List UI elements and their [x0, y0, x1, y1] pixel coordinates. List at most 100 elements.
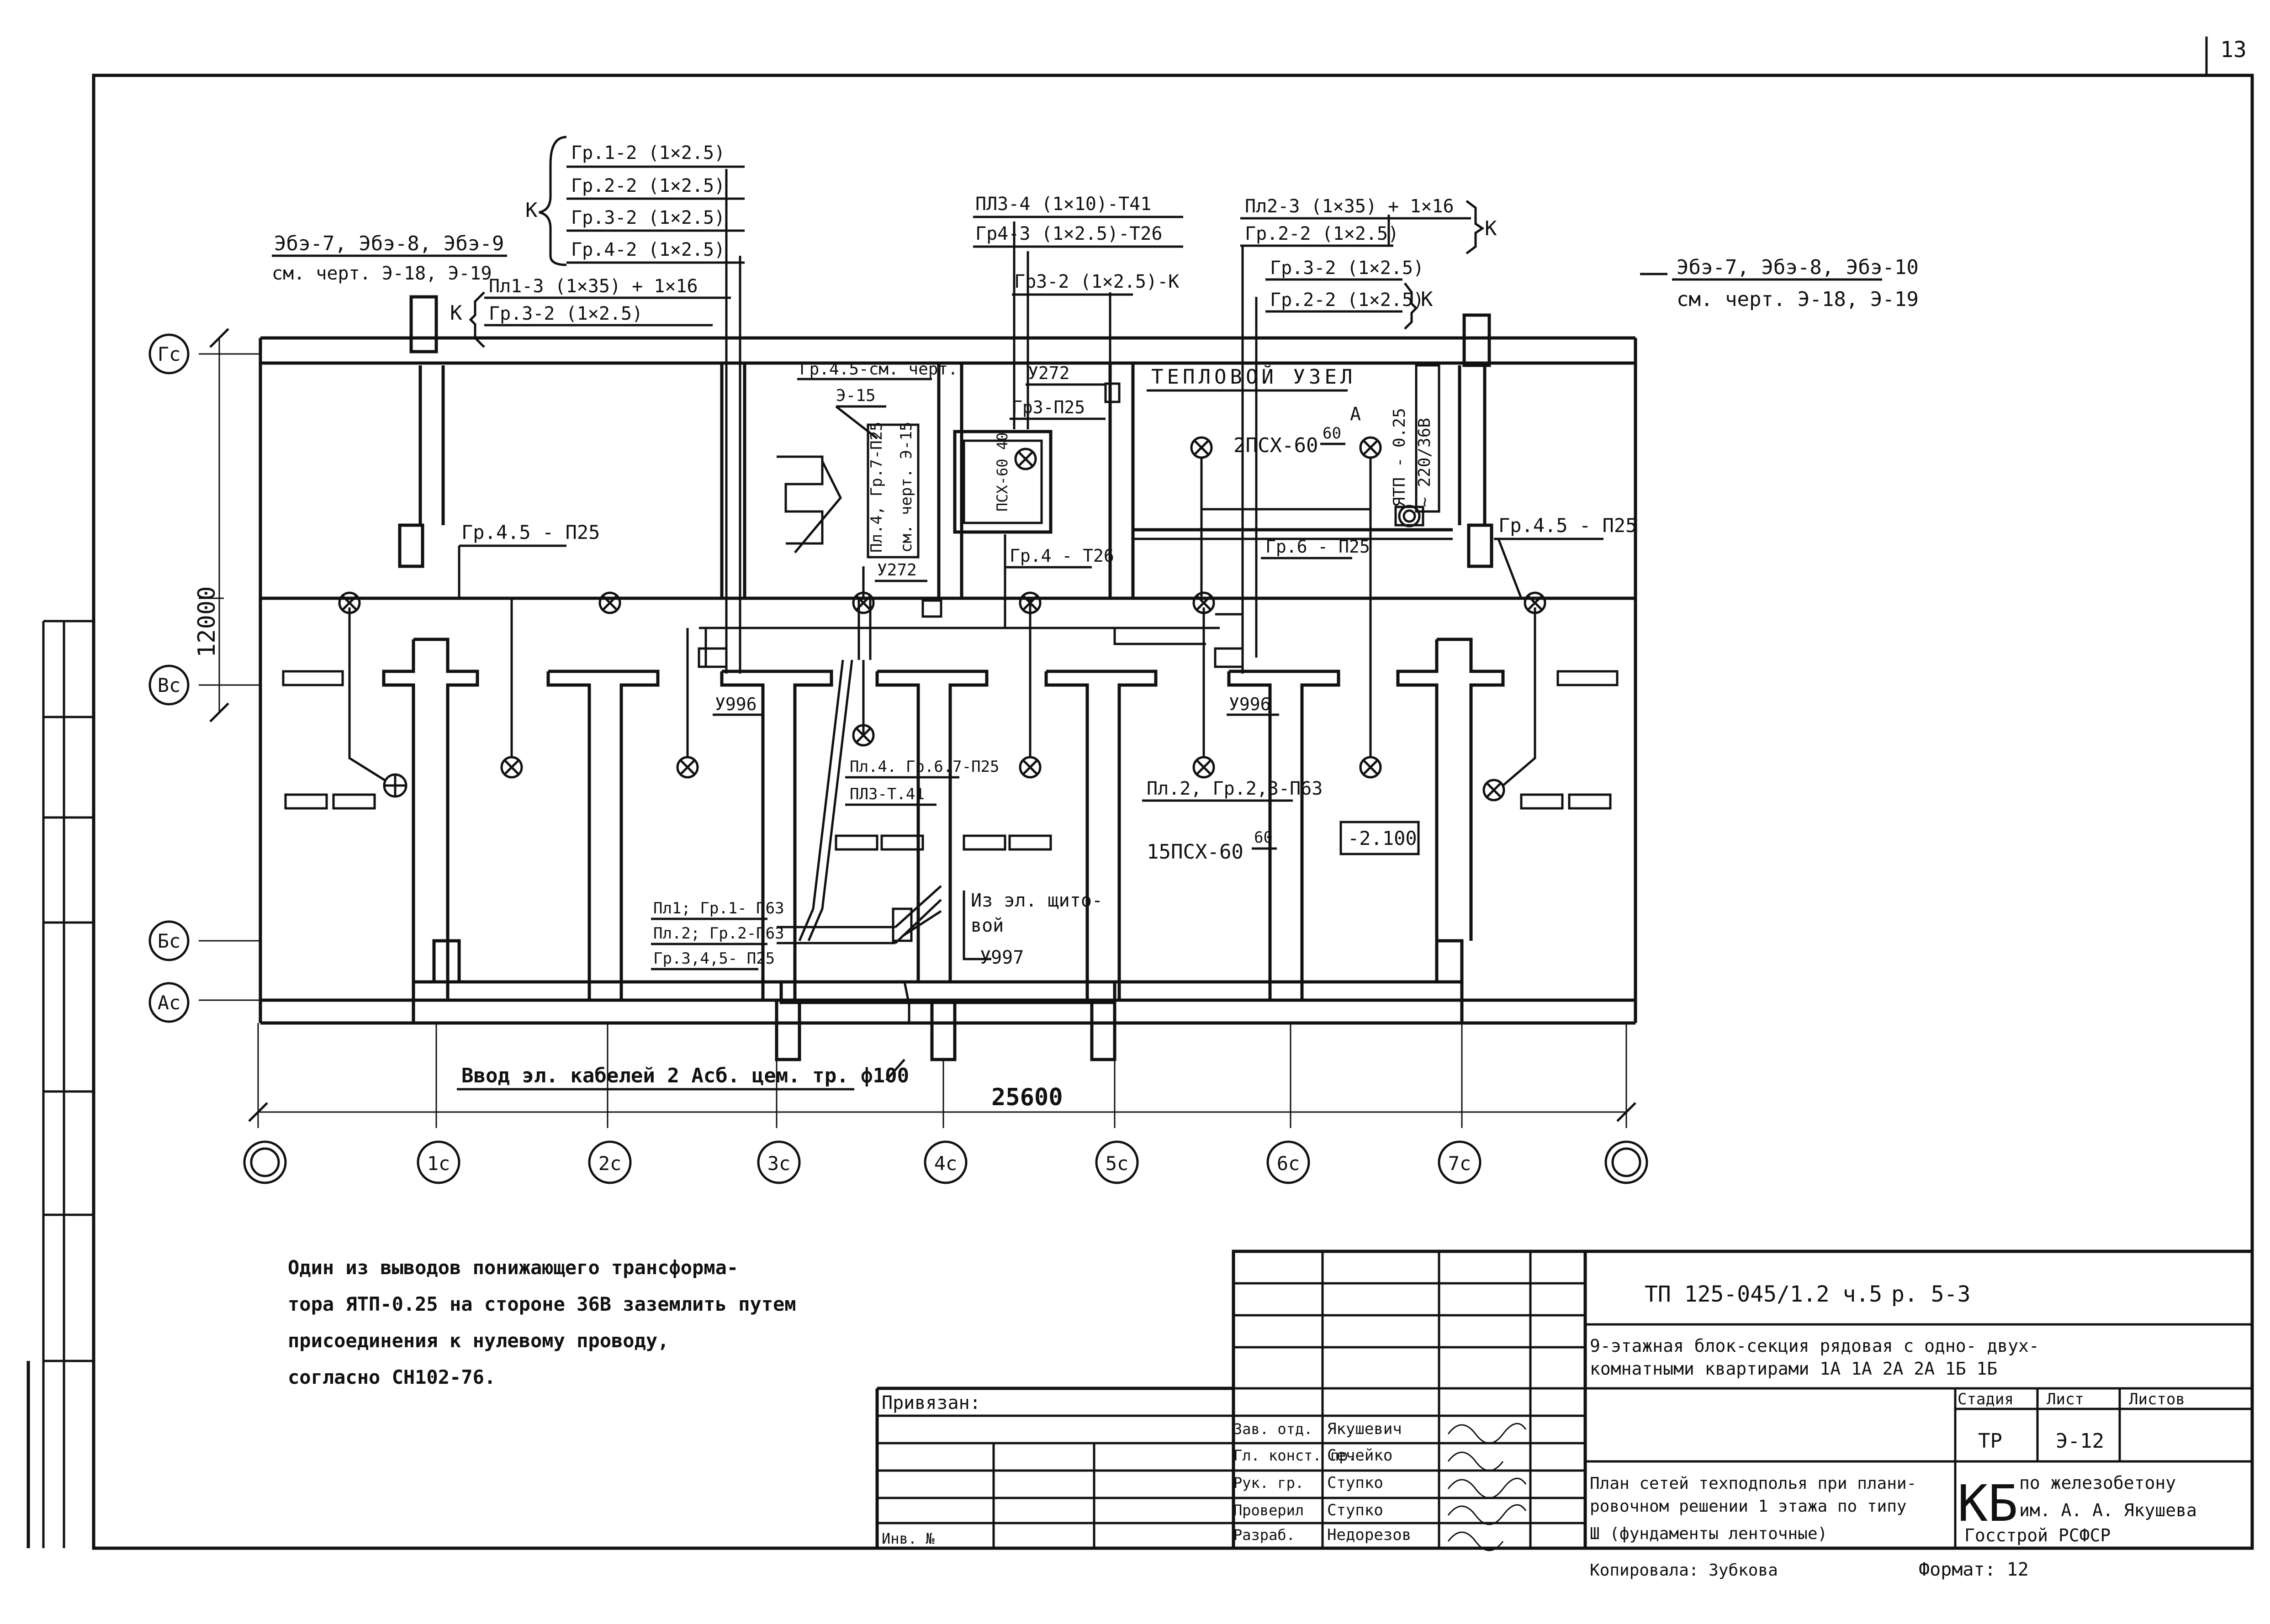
- sheet-header: Лист: [2047, 1390, 2084, 1408]
- sheet-value: Э-12: [2056, 1429, 2104, 1453]
- luminaire-icon: [1019, 756, 1042, 779]
- svg-text:15ПСХ-60: 15ПСХ-60: [1147, 840, 1243, 864]
- svg-text:2с: 2с: [598, 1152, 622, 1175]
- document-section: р. 5-3: [1891, 1281, 1970, 1307]
- svg-text:У996: У996: [715, 694, 757, 714]
- svg-text:60: 60: [1323, 424, 1341, 443]
- svg-text:К: К: [1421, 288, 1433, 311]
- role: Рук. гр.: [1233, 1474, 1304, 1492]
- svg-text:Э-15: Э-15: [836, 386, 876, 405]
- svg-text:60: 60: [1254, 828, 1273, 847]
- svg-text:1с: 1с: [427, 1152, 450, 1175]
- svg-text:ТЕПЛОВОЙ УЗЕЛ: ТЕПЛОВОЙ УЗЕЛ: [1151, 364, 1356, 389]
- drawing-title-1: План сетей техподполья при плани-: [1590, 1474, 1916, 1493]
- svg-text:Пл.2, Гр.2,3-П63: Пл.2, Гр.2,3-П63: [1147, 778, 1323, 799]
- axis-marker-column: 1с: [417, 1140, 460, 1184]
- project-title-line2: комнатными квартирами 1А 1А 2А 2А 1Б 1Б: [1590, 1359, 1997, 1379]
- role: Гл. конст. пр.: [1233, 1447, 1357, 1464]
- luminaire-icon: [852, 591, 875, 614]
- person: Ступко: [1327, 1474, 1383, 1492]
- svg-text:Гр.4 - Т26: Гр.4 - Т26: [1010, 546, 1114, 566]
- svg-text:Гр.1-2 (1×2.5): Гр.1-2 (1×2.5): [571, 142, 725, 163]
- sheets-header: Листов: [2129, 1390, 2185, 1408]
- bound-label: Привязан:: [882, 1392, 981, 1413]
- plan-annotations: Эбэ-7, Эбэ-8, Эбэ-9 см. черт. Э-18, Э-19…: [272, 136, 1919, 1091]
- svg-text:вой: вой: [971, 915, 1004, 936]
- person: Якушевич: [1327, 1420, 1402, 1438]
- svg-text:согласно СН102-76.: согласно СН102-76.: [288, 1366, 496, 1388]
- axis-marker-row: Бс: [148, 920, 190, 961]
- column-axis-markers: 1с 2с 3с 4с 5с 6с 7с: [243, 1140, 1648, 1184]
- signature: [1447, 1531, 1504, 1551]
- org-line-2: им. А. А. Якушева: [2019, 1500, 2197, 1520]
- svg-text:Один из выводов понижающего тр: Один из выводов понижающего трансформа-: [288, 1256, 738, 1279]
- svg-text:5с: 5с: [1106, 1152, 1129, 1175]
- svg-text:К: К: [525, 199, 538, 222]
- luminaire-icon: [1192, 591, 1215, 614]
- svg-text:-2.100: -2.100: [1348, 827, 1417, 849]
- luminaire-icon: [676, 756, 699, 779]
- axis-marker-row: Вс: [148, 664, 190, 706]
- axis-marker-blank: [1604, 1140, 1648, 1184]
- axis-marker-column: 4с: [924, 1140, 968, 1184]
- signature: [1447, 1451, 1504, 1471]
- axis-marker-row: Гс: [148, 333, 190, 374]
- svg-text:Бс: Бс: [158, 930, 181, 952]
- svg-text:У996: У996: [1229, 694, 1271, 714]
- axis-marker-column: 3с: [757, 1140, 801, 1184]
- svg-text:см. черт. Э-15: см. черт. Э-15: [897, 422, 915, 553]
- stage-value: ТР: [1978, 1429, 2002, 1453]
- luminaire-icon: [598, 591, 621, 614]
- signature: [1447, 1504, 1527, 1525]
- luminaire-icon: [1192, 756, 1215, 779]
- svg-text:Вс: Вс: [158, 674, 181, 696]
- axis-marker-column: 6с: [1266, 1140, 1310, 1184]
- luminaire-icon: [1359, 756, 1382, 779]
- svg-text:ПЛЗ-4 (1×10)-Т41: ПЛЗ-4 (1×10)-Т41: [975, 194, 1151, 215]
- signature: [1447, 1423, 1527, 1444]
- document-code: ТП 125-045/1.2 ч.5: [1645, 1281, 1882, 1307]
- drawing-title-3: Ш (фундаменты ленточные): [1590, 1524, 1827, 1543]
- person: Ступко: [1327, 1501, 1383, 1519]
- svg-text:Пл2-3 (1×35) + 1×16: Пл2-3 (1×35) + 1×16: [1245, 196, 1454, 217]
- person: Недорезов: [1327, 1526, 1411, 1544]
- org-line-3: Госстрой РСФСР: [1964, 1525, 2111, 1545]
- svg-text:Гр3-П25: Гр3-П25: [1012, 397, 1085, 417]
- luminaire-icon: [338, 591, 361, 614]
- svg-text:~ 220/36В: ~ 220/36В: [1415, 418, 1434, 507]
- svg-text:Гр.6 - П25: Гр.6 - П25: [1265, 537, 1370, 557]
- junction-boxes: [698, 382, 1424, 942]
- svg-text:см. черт. Э-18, Э-19: см. черт. Э-18, Э-19: [272, 263, 492, 284]
- svg-text:3с: 3с: [767, 1152, 791, 1175]
- general-note: Один из выводов понижающего трансформа- …: [288, 1256, 796, 1388]
- svg-text:Гр.2-2 (1×2.5): Гр.2-2 (1×2.5): [1245, 223, 1399, 244]
- title-block: ТП 125-045/1.2 ч.5 р. 5-3 9-этажная блок…: [875, 1250, 2254, 1551]
- svg-text:У272: У272: [877, 561, 917, 580]
- project-title-line1: 9-этажная блок-секция рядовая с одно- дв…: [1590, 1336, 2039, 1356]
- role: Зав. отд.: [1233, 1420, 1312, 1438]
- luminaire-icon: [852, 724, 875, 747]
- svg-text:К: К: [1485, 217, 1497, 240]
- svg-text:ЯТП - 0.25: ЯТП - 0.25: [1390, 408, 1409, 507]
- svg-text:Пл1; Гр.1- П63: Пл1; Гр.1- П63: [653, 899, 784, 917]
- svg-text:Эбэ-7, Эбэ-8, Эбэ-9: Эбэ-7, Эбэ-8, Эбэ-9: [274, 232, 504, 255]
- stage-header: Стадия: [1958, 1390, 2014, 1408]
- svg-text:Из эл. щито-: Из эл. щито-: [971, 890, 1103, 911]
- signature: [1447, 1477, 1527, 1499]
- axis-marker-column: 5с: [1095, 1140, 1139, 1184]
- svg-text:Ввод эл. кабелей 2 Асб. цем. т: Ввод эл. кабелей 2 Асб. цем. тр. ф100: [461, 1064, 909, 1087]
- building-walls: [259, 295, 1637, 1061]
- svg-text:Гр.3-2 (1×2.5): Гр.3-2 (1×2.5): [489, 303, 643, 324]
- axis-marker-column: 2с: [588, 1140, 632, 1184]
- luminaire-icon: [500, 756, 523, 779]
- svg-text:У272: У272: [1028, 363, 1070, 383]
- drawing-title-2: ровочном решении 1 этажа по типу: [1590, 1497, 1907, 1516]
- luminaire-icon: [1359, 436, 1382, 459]
- svg-text:Гр4-3 (1×2.5)-Т26: Гр4-3 (1×2.5)-Т26: [975, 223, 1162, 244]
- svg-text:Пл.4, Гр.7-П25: Пл.4, Гр.7-П25: [868, 422, 886, 553]
- org-line-1: по железобетону: [2019, 1473, 2176, 1493]
- distribution-shield-u997: [892, 907, 913, 942]
- svg-text:Гр.3-2 (1×2.5): Гр.3-2 (1×2.5): [1270, 258, 1424, 279]
- svg-text:Ас: Ас: [158, 991, 181, 1014]
